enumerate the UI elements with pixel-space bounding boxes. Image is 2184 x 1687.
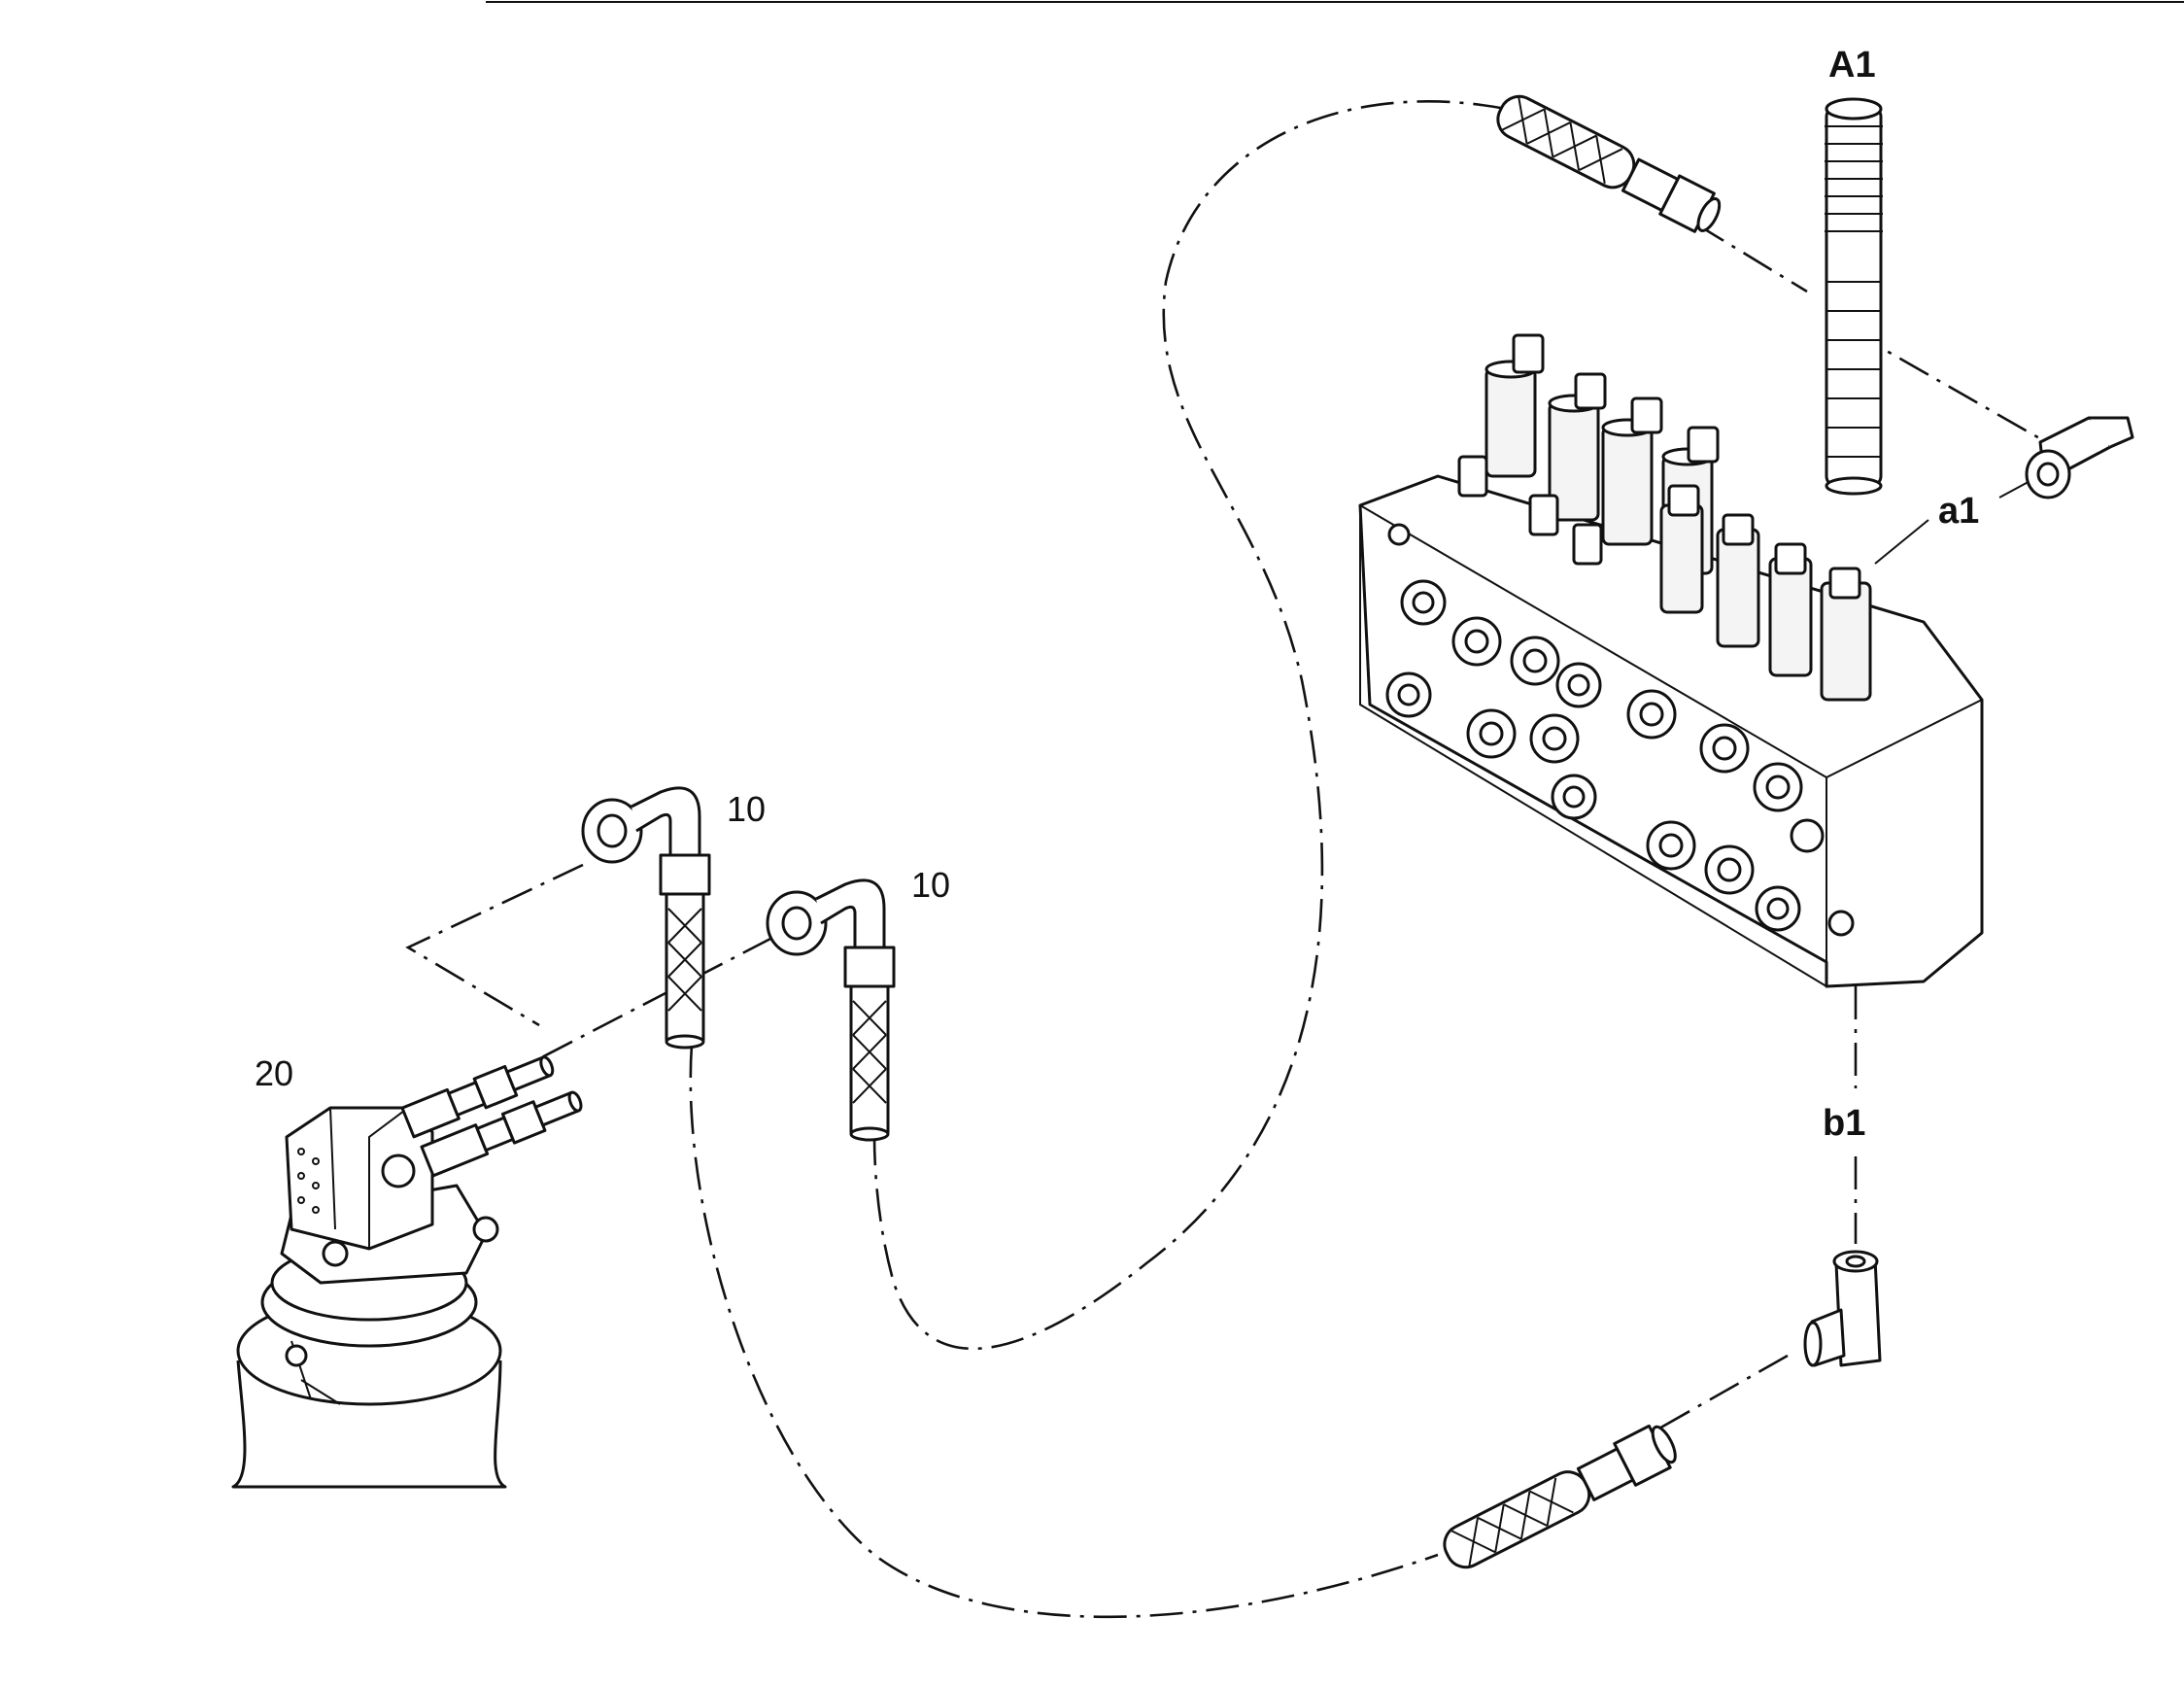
cartridge-valve-A1: [1825, 97, 1883, 496]
motor-assembly-20: [231, 1055, 583, 1489]
callout-10-lower: 10: [911, 865, 951, 905]
hose-10-right: [766, 878, 896, 1142]
callout-b1: b1: [1823, 1103, 1866, 1144]
hose-10-left: [581, 786, 711, 1050]
tee-fitting-b1: [1803, 1250, 1882, 1367]
top-hose: [1496, 94, 1722, 233]
valve-block: [1358, 333, 1984, 988]
callout-A1: A1: [1828, 45, 1876, 86]
callout-10-upper: 10: [727, 789, 767, 829]
bottom-hose: [1443, 1424, 1677, 1569]
elbow-fitting-a1: [2025, 416, 2134, 499]
connection-lines: [405, 100, 2056, 1619]
callout-a1: a1: [1938, 491, 1980, 532]
callout-20: 20: [255, 1053, 294, 1093]
